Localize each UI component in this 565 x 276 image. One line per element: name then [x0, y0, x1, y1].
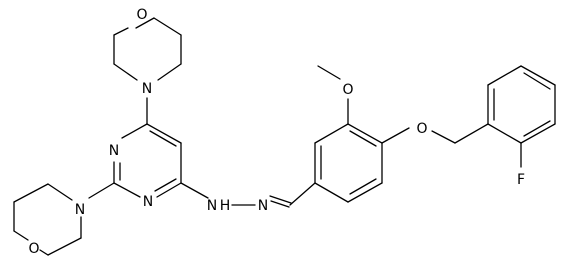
- morpholine-top: O N: [113, 7, 182, 97]
- morpholine-bottom: N O: [13, 183, 85, 257]
- pyrimidine-ring: N N: [109, 123, 182, 210]
- atom-f-fluoro: F: [517, 172, 525, 188]
- atom-nh-hydrazone: N: [207, 198, 217, 214]
- atom-o-morpholine-bottom: O: [28, 241, 39, 257]
- atom-o-benzyl: O: [416, 121, 427, 137]
- hydrazone-linker: N H N: [207, 182, 316, 214]
- methoxy-group: O: [317, 65, 354, 125]
- atom-n-hydrazone: N: [258, 198, 268, 214]
- atom-n-morpholine-top: N: [142, 81, 152, 97]
- fluorophenyl-ring: F: [487, 65, 556, 188]
- atom-h-hydrazone: H: [220, 198, 231, 214]
- atom-n1-pyrimidine: N: [109, 143, 119, 159]
- atom-o-morpholine-top: O: [136, 7, 147, 23]
- atom-o-methoxy: O: [342, 82, 353, 98]
- benzyloxy-group: O: [381, 121, 489, 144]
- atom-n3-pyrimidine: N: [143, 194, 153, 210]
- benzene-ring-central: [314, 123, 383, 203]
- atom-n-morpholine-bottom: N: [75, 202, 85, 218]
